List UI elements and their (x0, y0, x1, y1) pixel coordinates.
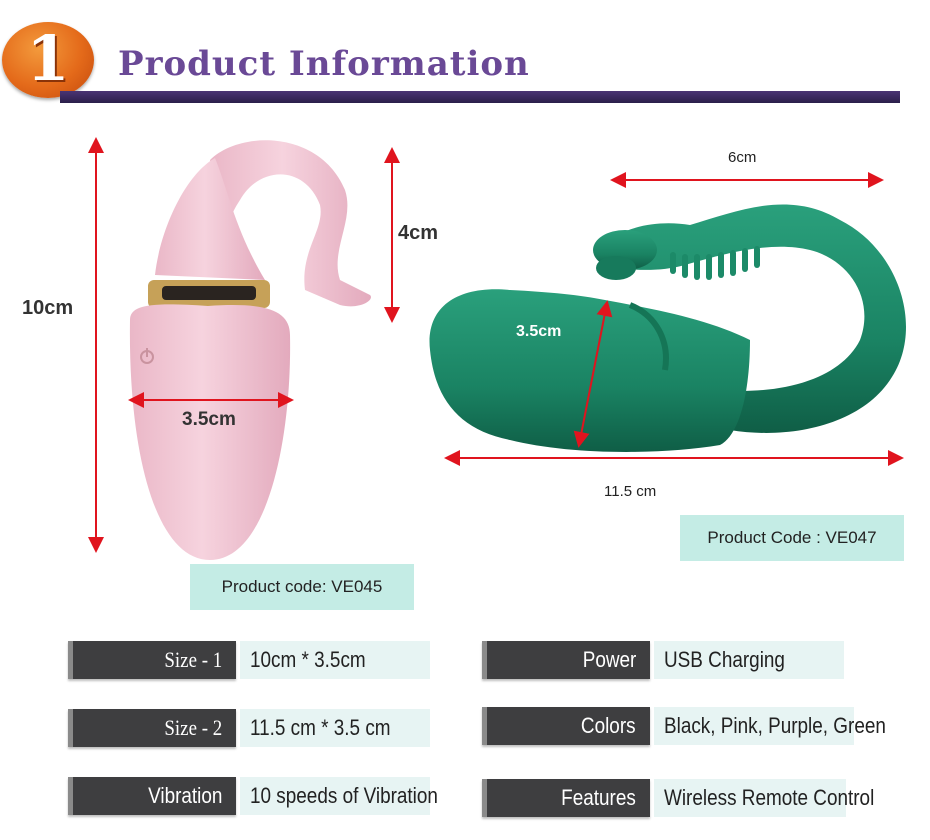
spec-label-features: Features (482, 779, 650, 817)
spec-value-colors: Black, Pink, Purple, Green (654, 707, 886, 745)
spec-value-vibration: 10 speeds of Vibration (240, 777, 438, 815)
product-code-ve045: Product code: VE045 (190, 564, 414, 610)
spec-value-power: USB Charging (654, 641, 844, 679)
thickness-arrow-icon (573, 300, 613, 448)
spec-label-colors: Colors (482, 707, 650, 745)
height-label: 10cm (22, 297, 74, 319)
length-label: 11.5 cm (604, 483, 657, 500)
spec-value-features: Wireless Remote Control (654, 779, 874, 817)
spec-label-size-2: Size - 2 (68, 709, 236, 747)
spec-value-size-1: 10cm * 3.5cm (240, 641, 430, 679)
tail-height-label: 4cm (398, 222, 439, 244)
section-number: 1 (26, 22, 70, 95)
thickness-label: 3.5cm (516, 323, 562, 340)
width-label: 3.5cm (182, 409, 236, 430)
section-number-badge: 1 (2, 22, 94, 98)
spec-label-size-1: Size - 1 (68, 641, 236, 679)
product-image-ve047 (429, 172, 906, 466)
product-code-ve047: Product Code : VE047 (680, 515, 904, 561)
spec-label-power: Power (482, 641, 650, 679)
top-width-label: 6cm (728, 149, 757, 166)
title-underline (60, 91, 900, 103)
power-icon (140, 348, 154, 364)
page-title: Product Information (118, 44, 530, 84)
spec-value-size-2: 11.5 cm * 3.5 cm (240, 709, 430, 747)
product-image-ve045 (88, 137, 400, 560)
spec-label-vibration: Vibration (68, 777, 236, 815)
